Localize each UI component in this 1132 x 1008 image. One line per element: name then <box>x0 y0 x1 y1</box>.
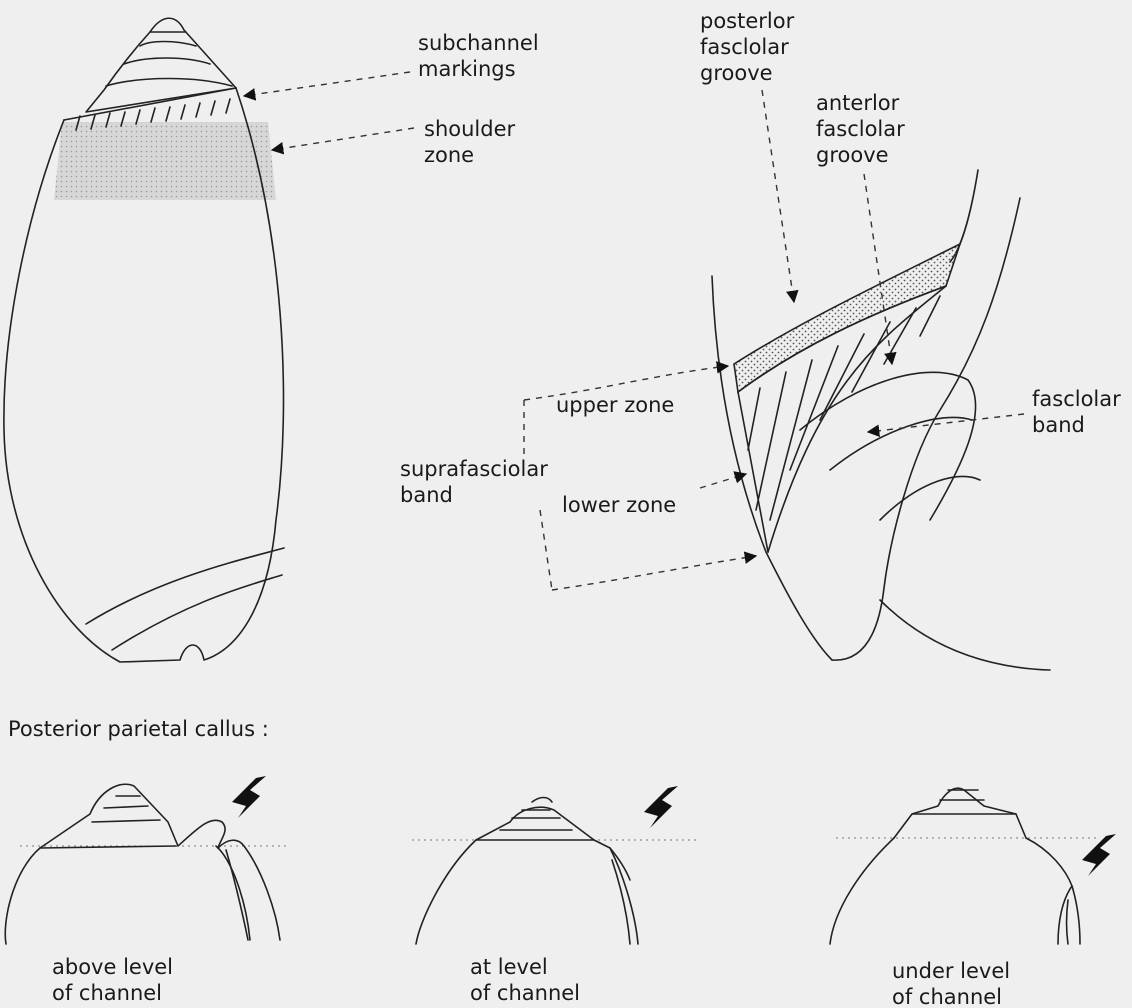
svg-text:zone: zone <box>424 143 474 167</box>
caption-at-level: at level of channel <box>470 955 580 1005</box>
svg-text:fasclolar: fasclolar <box>816 117 905 141</box>
label-fasciolar-band: fasclolar band <box>1032 387 1121 437</box>
svg-text:under level: under level <box>892 959 1010 983</box>
arrow-subchannel <box>244 72 410 96</box>
fasciole-detail-drawing <box>712 170 1050 670</box>
caption-under-level: under level of channel <box>892 959 1010 1008</box>
svg-text:fasclolar: fasclolar <box>1032 387 1121 411</box>
svg-text:of channel: of channel <box>470 981 580 1005</box>
label-upper-zone: upper zone <box>556 393 674 417</box>
svg-text:above level: above level <box>52 955 173 979</box>
section-title: Posterior parietal callus : <box>8 717 269 741</box>
label-subchannel-markings: subchannel markings <box>418 31 539 81</box>
svg-text:groove: groove <box>700 61 773 85</box>
bold-arrow-icon <box>1082 834 1116 876</box>
caption-above-level: above level of channel <box>52 955 173 1005</box>
svg-text:band: band <box>400 483 453 507</box>
arrow-fasciolar-band <box>868 414 1024 432</box>
arrow-lower-zone <box>700 474 746 488</box>
main-shell-drawing <box>4 18 284 662</box>
label-suprafasciolar-band: suprafasciolar band <box>400 457 548 507</box>
label-anterior-fasciolar-groove: anterlor fasclolar groove <box>816 91 905 167</box>
shell-under-level <box>830 788 1100 944</box>
posterior-groove-band <box>734 244 960 392</box>
suprafasciolar-hatching <box>748 296 940 520</box>
svg-text:suprafasciolar: suprafasciolar <box>400 457 548 481</box>
bracket-lower <box>540 510 552 590</box>
label-shoulder-zone: shoulder zone <box>424 117 515 167</box>
svg-text:groove: groove <box>816 143 889 167</box>
svg-text:at level: at level <box>470 955 548 979</box>
label-posterior-fasciolar-groove: posterlor fasclolar groove <box>700 9 795 85</box>
arrow-shoulder <box>272 128 414 150</box>
svg-text:band: band <box>1032 413 1085 437</box>
bold-arrow-icon <box>644 786 678 828</box>
svg-text:posterlor: posterlor <box>700 9 795 33</box>
svg-text:markings: markings <box>418 57 516 81</box>
svg-text:anterlor: anterlor <box>816 91 900 115</box>
svg-text:shoulder: shoulder <box>424 117 515 141</box>
bold-arrow-icon <box>232 776 266 818</box>
svg-text:fasclolar: fasclolar <box>700 35 789 59</box>
label-lower-zone: lower zone <box>562 493 676 517</box>
svg-text:subchannel: subchannel <box>418 31 539 55</box>
svg-text:of channel: of channel <box>892 985 1002 1008</box>
arrow-posterior-groove <box>762 90 794 302</box>
svg-text:of channel: of channel <box>52 981 162 1005</box>
